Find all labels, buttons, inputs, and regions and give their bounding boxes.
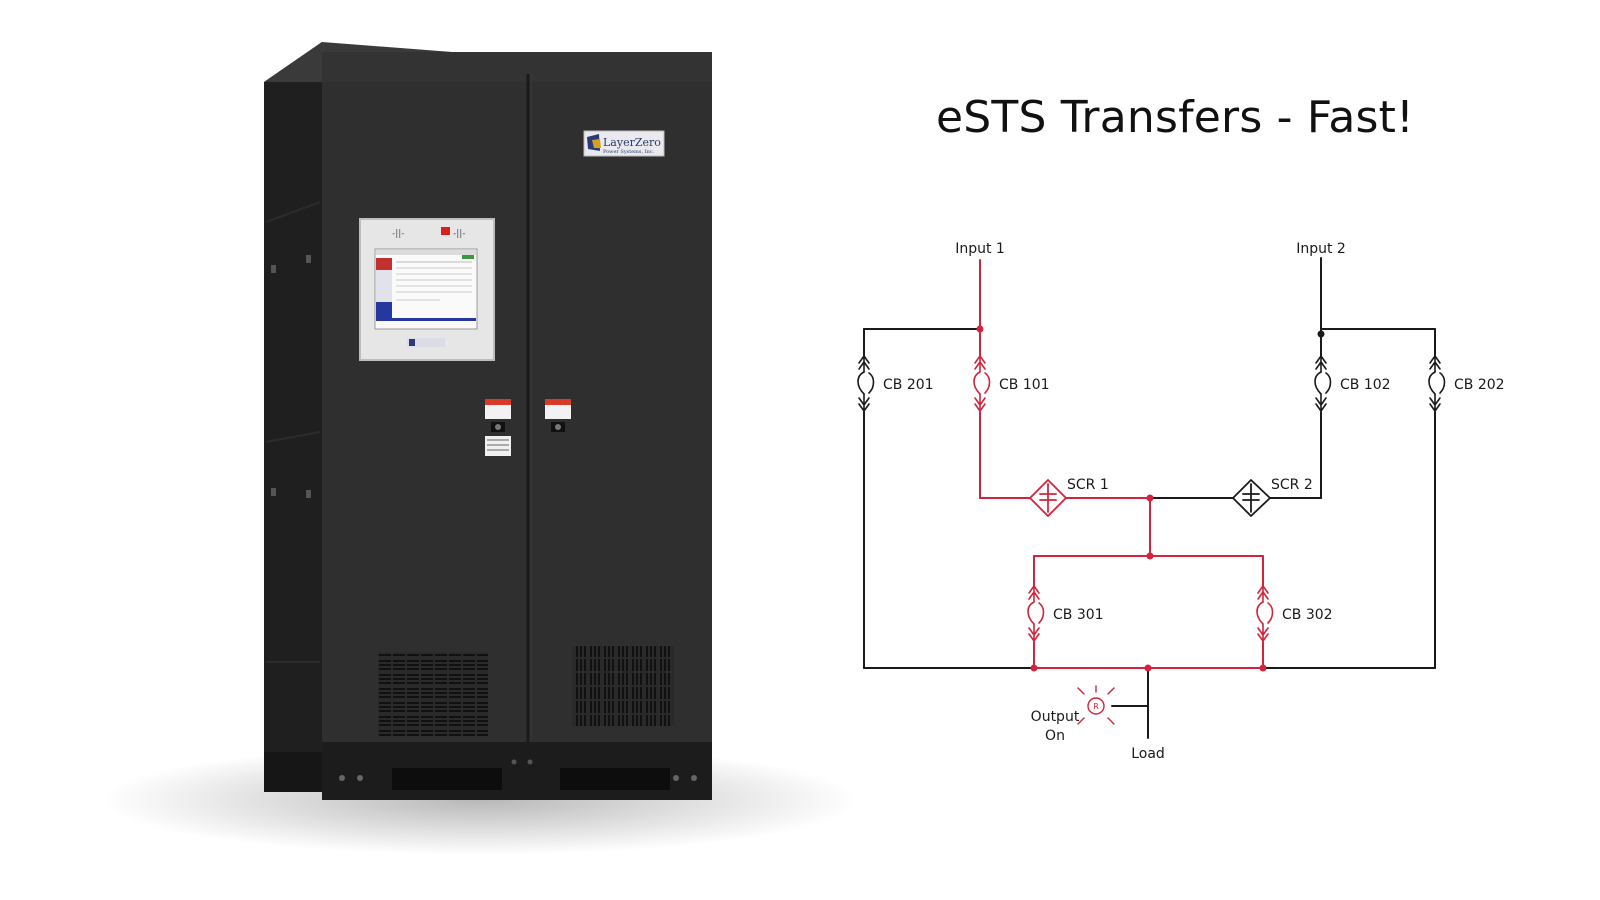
scr1-label: SCR 1: [1067, 477, 1109, 493]
stop-indicator-icon: [441, 227, 450, 235]
lamp-letter: R: [1093, 702, 1099, 711]
cb302-label: CB 302: [1282, 607, 1333, 623]
breaker-cb101-icon: [973, 355, 991, 413]
sts-cabinet: LayerZero Power Systems, Inc. -||- -||-: [100, 42, 860, 855]
load-label: Load: [1131, 746, 1165, 762]
scr2-label: SCR 2: [1271, 477, 1313, 493]
scr2-icon: [1232, 479, 1271, 517]
svg-text:-||-: -||-: [453, 229, 466, 239]
breaker-cb201-icon: [857, 355, 875, 413]
breaker-cb302-icon: [1256, 585, 1274, 643]
input1-label: Input 1: [955, 241, 1005, 257]
warning-labels: [485, 399, 571, 456]
vent-grille-left: [378, 652, 488, 736]
diagram-labels: Input 1 Input 2 CB 201 CB 101 CB 102 CB …: [883, 241, 1505, 762]
cb301-label: CB 301: [1053, 607, 1104, 623]
hmi-panel: -||- -||-: [359, 218, 495, 361]
input2-label: Input 2: [1296, 241, 1346, 257]
cb201-label: CB 201: [883, 377, 934, 393]
slide-title: eSTS Transfers - Fast!: [936, 92, 1414, 143]
output-on-label-line1: Output: [1031, 709, 1080, 725]
output-on-label-line2: On: [1045, 728, 1065, 744]
scr1-icon: [1029, 479, 1067, 517]
brand-name: LayerZero: [603, 136, 661, 149]
svg-text:-||-: -||-: [392, 229, 405, 239]
brand-logo: LayerZero Power Systems, Inc.: [583, 130, 665, 157]
one-line-diagram: [857, 257, 1446, 739]
breaker-cb202-icon: [1428, 355, 1446, 413]
inactive-path: [863, 257, 1436, 739]
vent-grille-right: [572, 646, 674, 726]
active-path: [976, 259, 1267, 672]
cb101-label: CB 101: [999, 377, 1050, 393]
cabinet-front: [322, 52, 712, 752]
cb202-label: CB 202: [1454, 377, 1505, 393]
brand-subtitle: Power Systems, Inc.: [603, 149, 655, 155]
breaker-cb102-icon: [1314, 355, 1332, 413]
breaker-cb301-icon: [1027, 585, 1045, 643]
cb102-label: CB 102: [1340, 377, 1391, 393]
cabinet-side-panel: [264, 42, 322, 772]
output-on-lamp-icon: [1077, 685, 1115, 725]
